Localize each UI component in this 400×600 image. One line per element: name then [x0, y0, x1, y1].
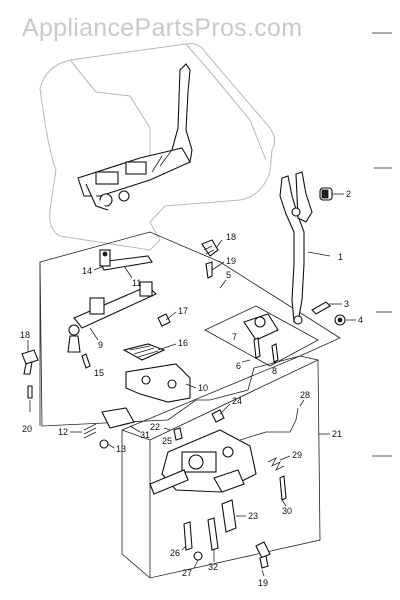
machine-housing-outline: [39, 43, 276, 251]
callout-32: 32: [208, 562, 218, 572]
part-23-stud: [221, 499, 237, 533]
part-30-screw: [279, 475, 287, 501]
watermark: AppliancePartsPros.com: [22, 14, 303, 42]
callout-18-lower: 18: [20, 330, 30, 340]
part-13-screw: [99, 439, 109, 449]
part-29-spring: [267, 457, 285, 471]
callout-21: 21: [332, 429, 342, 439]
callout-8: 8: [272, 366, 277, 376]
part-15-pin: [81, 353, 91, 369]
callout-30: 30: [282, 506, 292, 516]
callout-26: 26: [170, 548, 180, 558]
callout-labels: 1 2 3 4 5 6 7 8 9 10 11 12 13 14 15 16 1…: [20, 189, 363, 588]
part-1-lever: [279, 171, 313, 325]
callout-25: 25: [162, 436, 172, 446]
part-10-bracket: [125, 363, 191, 403]
callout-13: 13: [116, 444, 126, 454]
part-31-plate: [101, 407, 135, 429]
part-3-pin: [311, 301, 331, 315]
lower-bottom-plate: [121, 355, 321, 579]
part-4-washer: [334, 314, 346, 326]
part-6-tension-unit: [243, 313, 279, 341]
part-9-shaft-assembly: [67, 281, 157, 353]
callout-31: 31: [140, 430, 150, 440]
callout-19-lower: 19: [258, 578, 268, 588]
callout-5: 5: [226, 270, 231, 280]
part-8-post: [271, 343, 279, 363]
callout-16: 16: [178, 338, 188, 348]
base-plate: [39, 231, 341, 427]
callout-19-upper: 19: [226, 256, 236, 266]
part-7-stud: [253, 337, 261, 359]
part-19-screw-lower: [255, 541, 271, 569]
callout-23: 23: [248, 511, 258, 521]
callout-11: 11: [132, 278, 141, 288]
part-18-screw-lower: [21, 349, 39, 375]
part-18-screw-upper: [201, 239, 219, 257]
callout-27: 27: [182, 568, 192, 578]
part-22-pin: [173, 427, 183, 441]
callout-18-upper: 18: [226, 232, 236, 242]
callout-20: 20: [22, 424, 32, 434]
leader-lines: [27, 193, 356, 577]
part-27-washer: [193, 551, 203, 561]
callout-3: 3: [344, 299, 349, 309]
callout-4: 4: [358, 315, 363, 325]
callout-28: 28: [300, 390, 310, 400]
callout-14: 14: [82, 266, 92, 276]
edge-marks: [372, 32, 392, 457]
part-14-crank: [99, 249, 111, 267]
lower-looper-assembly: [149, 407, 299, 495]
callout-6: 6: [236, 361, 241, 371]
upper-mechanism: [77, 63, 193, 211]
callout-1: 1: [338, 252, 343, 262]
part-20-pin: [27, 385, 33, 399]
callout-24: 24: [232, 396, 242, 406]
part-32-bolt: [207, 517, 219, 551]
callout-12: 12: [58, 427, 68, 437]
part-12-spring: [83, 423, 97, 439]
callout-9: 9: [98, 340, 103, 350]
tension-subplate: [204, 305, 319, 367]
callout-17: 17: [178, 306, 188, 316]
part-2-bushing: [319, 187, 333, 201]
callout-2: 2: [346, 189, 351, 199]
callout-22: 22: [150, 422, 160, 432]
part-19-screw-upper: [205, 261, 213, 279]
part-26-pin: [183, 521, 193, 551]
part-16-feed-dog: [122, 343, 166, 361]
callout-7: 7: [232, 332, 237, 342]
callout-15: 15: [94, 368, 104, 378]
callout-10: 10: [198, 383, 208, 393]
part-17-screw: [157, 313, 171, 327]
callout-29: 29: [292, 450, 302, 460]
part-11-shaft: [99, 255, 153, 271]
